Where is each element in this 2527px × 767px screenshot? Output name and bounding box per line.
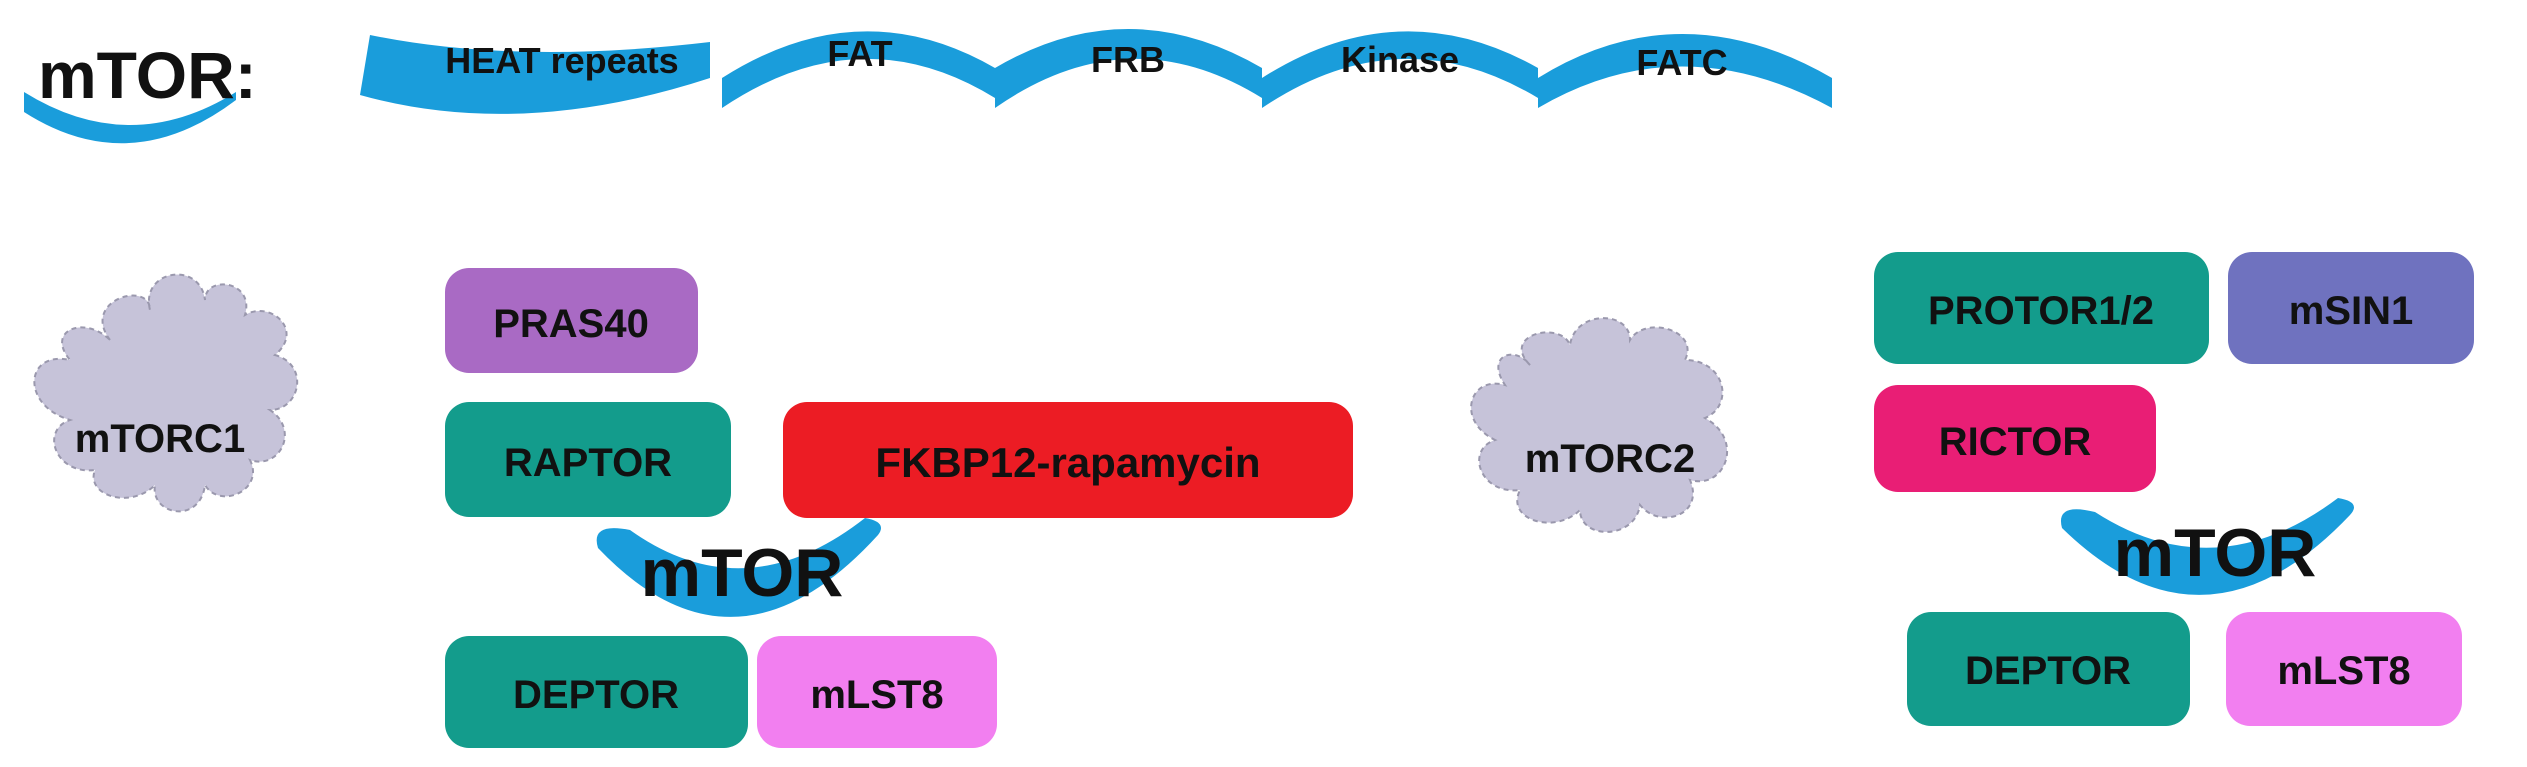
domain-fatc-shape xyxy=(1538,34,1832,108)
pras40-label: PRAS40 xyxy=(493,302,649,346)
mtorc2-cloud-shape xyxy=(1470,317,1729,533)
msin1-label: mSIN1 xyxy=(2289,289,2414,333)
mtorc1-mlst8-label: mLST8 xyxy=(810,673,943,717)
rictor-label: RICTOR xyxy=(1939,420,2092,464)
domain-label-fatc: FATC xyxy=(1636,42,1727,83)
mtorc2-cloud: mTORC2 xyxy=(1470,317,1729,533)
mtorc2-name: mTORC2 xyxy=(1525,437,1695,481)
domain-label-kinase: Kinase xyxy=(1341,39,1459,80)
domain-label-fat: FAT xyxy=(827,33,892,74)
domain-fat-shape xyxy=(722,31,995,108)
raptor-box xyxy=(445,402,731,517)
mtorc2-mtor-shape xyxy=(2060,498,2354,595)
mtorc2-complex: PROTOR1/2 mSIN1 RICTOR mTOR DEPTOR mLST8 xyxy=(1874,252,2474,726)
pras40-box xyxy=(445,268,698,373)
mtorc2-mlst8-label: mLST8 xyxy=(2277,649,2410,693)
mtorc2-deptor-label: DEPTOR xyxy=(1965,649,2131,693)
protor-label: PROTOR1/2 xyxy=(1928,289,2154,333)
mtorc1-mtor-shape xyxy=(596,518,882,617)
domain-structure: mTOR: HEAT repeats FAT FRB Kinase FATC xyxy=(24,29,1832,144)
mtorc1-cloud-shape xyxy=(33,273,299,513)
msin1-box xyxy=(2228,252,2474,364)
mtorc1-mlst8-box xyxy=(757,636,997,748)
domain-label-heat: HEAT repeats xyxy=(445,40,678,81)
mtorc1-complex: PRAS40 RAPTOR FKBP12-rapamycin mTOR DEPT… xyxy=(445,268,1353,748)
domain-frb-shape xyxy=(995,29,1262,108)
mtorc2-mtor-label: mTOR xyxy=(2114,515,2317,591)
domain-kinase-shape xyxy=(1262,31,1538,108)
domain-structure-label: mTOR: xyxy=(38,38,257,112)
raptor-label: RAPTOR xyxy=(504,441,672,485)
domain-heat-shape xyxy=(360,35,710,114)
mtorc1-mtor-label: mTOR xyxy=(641,535,844,611)
mtorc1-deptor-label: DEPTOR xyxy=(513,673,679,717)
fkbp12-rapamycin-box xyxy=(783,402,1353,518)
mtorc1-name: mTORC1 xyxy=(75,417,245,461)
mtorc2-deptor-box xyxy=(1907,612,2190,726)
mtorc1-cloud: mTORC1 xyxy=(33,273,299,513)
mtorc2-mlst8-box xyxy=(2226,612,2462,726)
mtorc1-deptor-box xyxy=(445,636,748,748)
mtor-domain-lead-shape xyxy=(24,92,236,144)
rictor-box xyxy=(1874,385,2156,492)
protor-box xyxy=(1874,252,2209,364)
fkbp12-rapamycin-label: FKBP12-rapamycin xyxy=(875,439,1260,486)
domain-label-frb: FRB xyxy=(1091,39,1165,80)
